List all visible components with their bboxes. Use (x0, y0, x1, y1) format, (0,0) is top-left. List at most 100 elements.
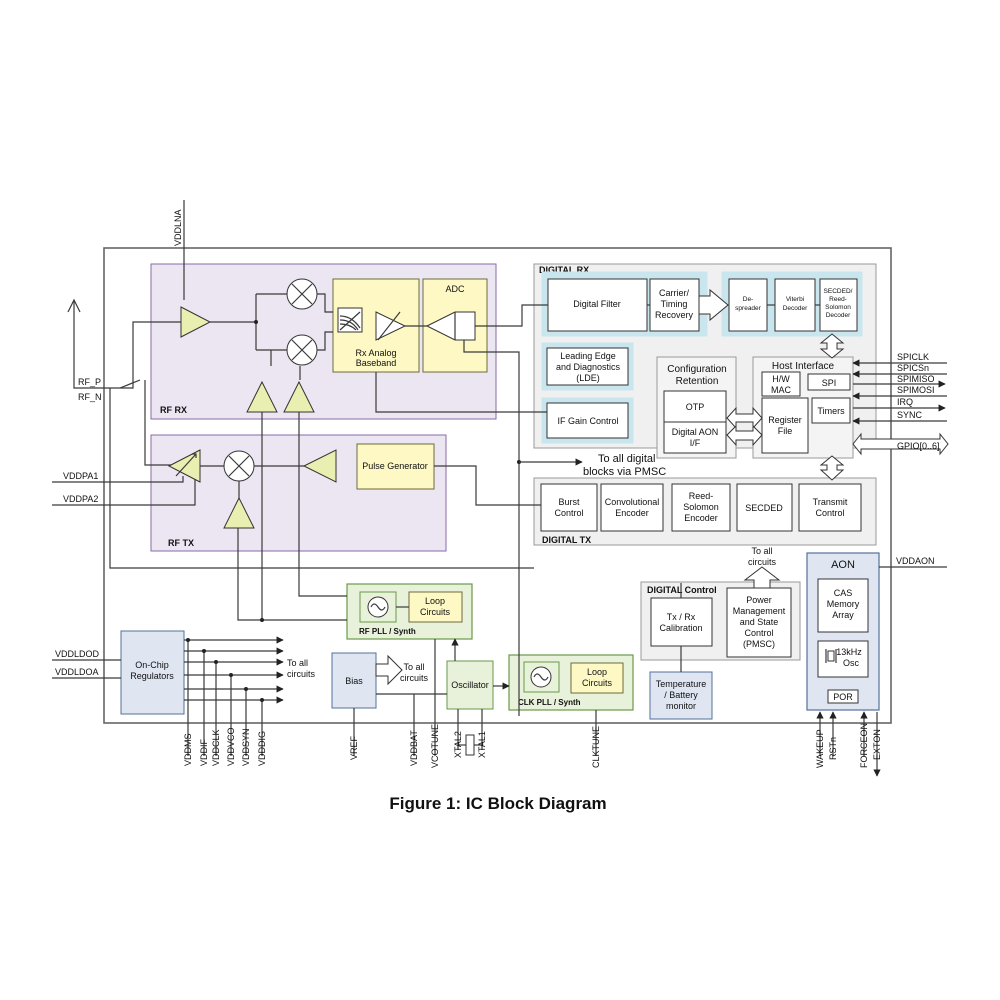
rx-mixer-q-icon (286, 334, 318, 366)
secded-reed-label-3: Solomon (825, 304, 851, 311)
digital-control-label: DIGITAL Control (647, 585, 717, 595)
lde-label-2: and Diagnostics (556, 362, 621, 372)
pin-spiclk: SPICLK (897, 352, 929, 362)
tx-mixer-icon (223, 450, 255, 482)
pmsc-label-2: Management (733, 606, 786, 616)
to-all-digital-label-1: To all digital (598, 453, 655, 465)
pin-rf-p: RF_P (78, 377, 101, 387)
burst-control-label-2: Control (554, 508, 583, 518)
burst-control-box (540, 483, 598, 532)
host-interface-title: Host Interface (772, 361, 835, 372)
timers-box (811, 397, 851, 424)
digital-filter-label: Digital Filter (573, 299, 621, 309)
clk-pll-label: CLK PLL / Synth (518, 698, 581, 707)
secded-label: SECDED (745, 503, 783, 513)
figure-caption: Figure 1: IC Block Diagram (389, 794, 606, 813)
rs-encoder-label-3: Encoder (684, 513, 718, 523)
adc-symbol-icon (425, 311, 476, 341)
if-gain-label: IF Gain Control (557, 416, 618, 426)
pin-vddpa2: VDDPA2 (63, 494, 98, 504)
to-all-circuits-bias-label-1: To all (403, 662, 424, 672)
rf-tx-label: RF TX (168, 538, 194, 548)
loop-circuits-clk-label-2: Circuits (582, 678, 613, 688)
lna-amplifier-icon (180, 306, 212, 338)
hw-mac-label-2: MAC (771, 385, 792, 395)
tx-rx-cal-box (650, 597, 713, 647)
host-tx-double-arrow (819, 455, 845, 481)
gpio-double-arrow (852, 432, 949, 456)
carrier-timing-box (649, 278, 700, 332)
lo-buffer-i-icon (246, 380, 278, 413)
pmsc-label-4: Control (744, 628, 773, 638)
loop-circuits-clk-label-1: Loop (587, 667, 607, 677)
pin-rstn: RSTn (828, 737, 838, 760)
pin-vddaon: VDDAON (896, 556, 935, 566)
transmit-control-label-2: Control (815, 508, 844, 518)
transmit-control-label-1: Transmit (813, 497, 848, 507)
viterbi-label-2: Decoder (783, 305, 808, 312)
config-retention-title-2: Retention (676, 376, 719, 387)
tx-rx-cal-label-2: Calibration (659, 623, 702, 633)
osc-13k-label-1: 13kHz (836, 647, 862, 657)
tx-driver-icon (302, 449, 337, 483)
despreader-box (728, 278, 768, 332)
register-file-label-1: Register (768, 415, 802, 425)
on-chip-regulators-label-1: On-Chip (135, 660, 169, 670)
tx-rx-cal-label-1: Tx / Rx (667, 612, 696, 622)
osc-13k-crystal-icon (825, 649, 837, 663)
pin-vddldod: VDDLDOD (55, 649, 100, 659)
crystal-icon (465, 734, 475, 756)
por-box (827, 689, 859, 704)
despreader-label-2: spreader (735, 305, 761, 312)
lde-box (546, 347, 629, 386)
rf-pll-label: RF PLL / Synth (359, 627, 416, 636)
carrier-timing-label-2: Timing (661, 299, 688, 309)
viterbi-label-1: Viterbi (786, 296, 804, 303)
pin-vddpa1: VDDPA1 (63, 471, 98, 481)
rs-encoder-label-2: Solomon (683, 502, 719, 512)
pin-vddldoa: VDDLDOA (55, 667, 99, 677)
por-label: POR (833, 692, 853, 702)
config-retention-title-1: Configuration (667, 364, 726, 375)
adc-label: ADC (445, 284, 465, 294)
pin-spicsn: SPICSn (897, 363, 929, 373)
burst-control-label-1: Burst (558, 497, 580, 507)
rf-rx-label: RF RX (160, 405, 187, 415)
pin-rf-n: RF_N (78, 392, 102, 402)
conv-encoder-label-2: Encoder (615, 508, 649, 518)
digital-filter-box (547, 278, 648, 332)
loop-circuits-rf-label-1: Loop (425, 596, 445, 606)
register-file-label-2: File (778, 426, 793, 436)
loop-circuits-rf-label-2: Circuits (420, 607, 451, 617)
bias-box (331, 652, 377, 709)
oscillator-box (446, 660, 494, 710)
pin-vddif: VDDIF (199, 738, 209, 766)
pin-vddclk: VDDCLK (211, 729, 221, 766)
otp-label: OTP (686, 402, 705, 412)
to-all-digital-label-2: blocks via PMSC (583, 466, 666, 478)
pmsc-label-5: (PMSC) (743, 639, 775, 649)
pin-vddbat: VDDBAT (409, 730, 419, 766)
loop-circuits-clk-box (570, 662, 624, 694)
tx-lo-buffer-icon (223, 496, 255, 529)
carrier-timing-label-3: Recovery (655, 310, 694, 320)
carrier-to-despreader-arrow (698, 288, 729, 322)
rx-baseband-label-1: Rx Analog (355, 348, 396, 358)
pin-vddlna: VDDLNA (173, 209, 183, 246)
temp-battery-label-1: Temperature (656, 679, 707, 689)
pulse-generator-box (356, 443, 435, 490)
pin-vddms: VDDMS (183, 733, 193, 766)
pin-forceon: FORCEON (859, 723, 869, 768)
pin-clktune: CLKTUNE (591, 726, 601, 768)
pmsc-box (726, 587, 792, 658)
pin-irq: IRQ (897, 397, 913, 407)
secded-reed-label-2: Reed- (829, 296, 847, 303)
aon-label: AON (831, 559, 855, 571)
rs-encoder-label-1: Reed- (689, 491, 714, 501)
loop-circuits-rf-box (408, 591, 463, 623)
secded-reed-box (819, 278, 858, 332)
temp-battery-box (649, 671, 713, 720)
pin-exton: EXTON (872, 729, 882, 760)
pin-spimosi: SPIMOSI (897, 385, 935, 395)
lde-label-1: Leading Edge (560, 351, 616, 361)
